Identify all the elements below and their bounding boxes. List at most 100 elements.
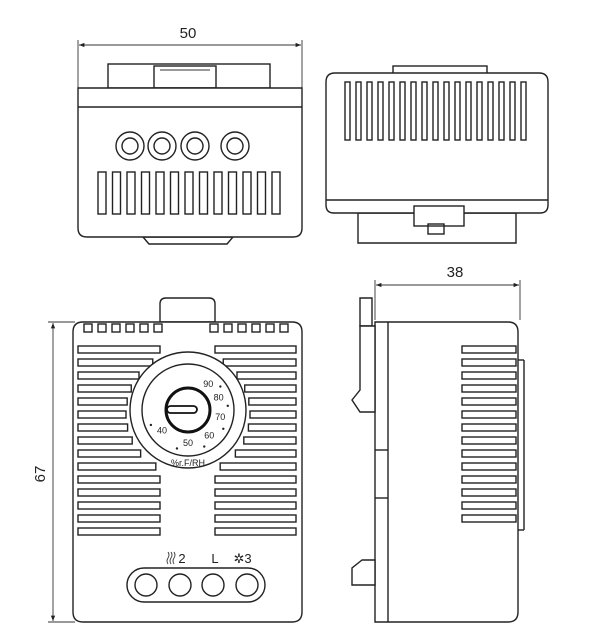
- top-rib: [279, 323, 289, 333]
- housing-body: [77, 87, 303, 238]
- louvre-left: [77, 423, 129, 432]
- top-rib: [83, 323, 93, 333]
- terminal-hole-inner: [226, 137, 244, 155]
- vent-slot: [520, 81, 527, 141]
- terminal-hole-inner: [186, 137, 204, 155]
- top-rib: [251, 323, 261, 333]
- louvre-right: [249, 410, 297, 419]
- louvre-right: [248, 397, 297, 406]
- louvre-left: [77, 527, 161, 536]
- vent-slot: [461, 514, 517, 523]
- louvre-left: [77, 475, 161, 484]
- vent-slot: [461, 345, 517, 354]
- housing-body: [374, 321, 519, 623]
- top-rib: [153, 323, 163, 333]
- side-view: 38: [351, 264, 525, 623]
- dial-unit-label: %r.F/RH: [171, 458, 205, 468]
- louvre-left: [77, 397, 128, 406]
- vent-slot: [476, 81, 483, 141]
- terminal-hole-outer: [220, 131, 250, 161]
- vent-slot: [111, 171, 122, 215]
- louvre-right: [214, 501, 297, 510]
- vent-slot: [461, 358, 517, 367]
- louvre-right: [214, 475, 297, 484]
- fan-icon: ✲: [234, 551, 245, 566]
- terminal-hole-outer: [180, 131, 210, 161]
- dial-tick: [175, 447, 179, 450]
- vent-slot: [227, 171, 238, 215]
- dial-tick: [222, 427, 225, 431]
- top-rib: [223, 323, 233, 333]
- vent-slot: [461, 371, 517, 380]
- louvre-left: [77, 488, 161, 497]
- vent-slot: [388, 81, 395, 141]
- vent-slot: [140, 171, 151, 215]
- louvre-right: [234, 449, 297, 458]
- vent-slot: [421, 81, 428, 141]
- vent-slot: [461, 449, 517, 458]
- vent-slot: [97, 171, 107, 215]
- terminal-hole-inner: [153, 137, 171, 155]
- clip-latch: [413, 205, 465, 227]
- terminal-hole: [134, 573, 158, 597]
- louvre-right: [243, 436, 297, 445]
- terminal-label: 2: [178, 551, 185, 566]
- dial-scale-label: 80: [214, 393, 224, 403]
- din-clip: [107, 63, 271, 89]
- louvre-right: [236, 371, 297, 380]
- terminal-hole-outer: [115, 131, 145, 161]
- louvre-right: [214, 514, 297, 523]
- vent-slot: [454, 81, 461, 141]
- vent-slot: [184, 171, 194, 215]
- louvre-left: [77, 345, 161, 354]
- vent-slot: [461, 488, 517, 497]
- dial-ring-inner: [141, 363, 235, 457]
- vent-slot: [169, 171, 180, 215]
- terminal-label: L: [211, 551, 218, 566]
- louvre-left: [77, 462, 157, 471]
- dial-scale-label: 50: [183, 438, 193, 448]
- terminal-hole: [201, 573, 225, 597]
- dial-tick: [149, 423, 153, 427]
- vent-slot: [461, 462, 517, 471]
- dial-tick: [219, 385, 222, 388]
- louvre-right: [214, 488, 297, 497]
- vent-slot: [461, 436, 517, 445]
- width-dimension-label: 50: [180, 25, 197, 42]
- vent-slot: [509, 81, 516, 141]
- dial-scale-label: 60: [204, 430, 214, 440]
- louvre-right: [247, 423, 297, 432]
- vent-slot: [461, 501, 517, 510]
- top-rib: [237, 323, 247, 333]
- louvre-left: [77, 371, 140, 380]
- louvre-right: [219, 462, 297, 471]
- din-clip-lower: [351, 559, 376, 586]
- vent-slot: [155, 171, 165, 215]
- terminal-hole-outer: [147, 131, 177, 161]
- vent-slot: [461, 397, 517, 406]
- dial-pointer: [166, 405, 198, 414]
- top-rib: [97, 323, 107, 333]
- top-rib: [125, 323, 135, 333]
- louvre-right: [214, 527, 297, 536]
- terminal-hole: [235, 573, 259, 597]
- top-rib: [209, 323, 219, 333]
- vent-slot: [461, 475, 517, 484]
- vent-slot: [461, 423, 517, 432]
- vent-slot: [271, 171, 281, 215]
- vent-slot: [213, 171, 223, 215]
- height-dimension-label: 67: [32, 466, 49, 483]
- top-clip: [359, 297, 373, 327]
- vent-slot: [126, 171, 136, 215]
- side-top-view: [325, 65, 549, 244]
- vent-slot: [366, 81, 373, 141]
- dial-scale-label: 90: [203, 379, 213, 389]
- louvre-right: [222, 358, 297, 367]
- louvre-left: [77, 384, 132, 393]
- heater-icon: [166, 551, 176, 565]
- terminal-hole: [168, 573, 192, 597]
- vent-slot: [344, 81, 351, 141]
- dial-tick: [203, 445, 206, 448]
